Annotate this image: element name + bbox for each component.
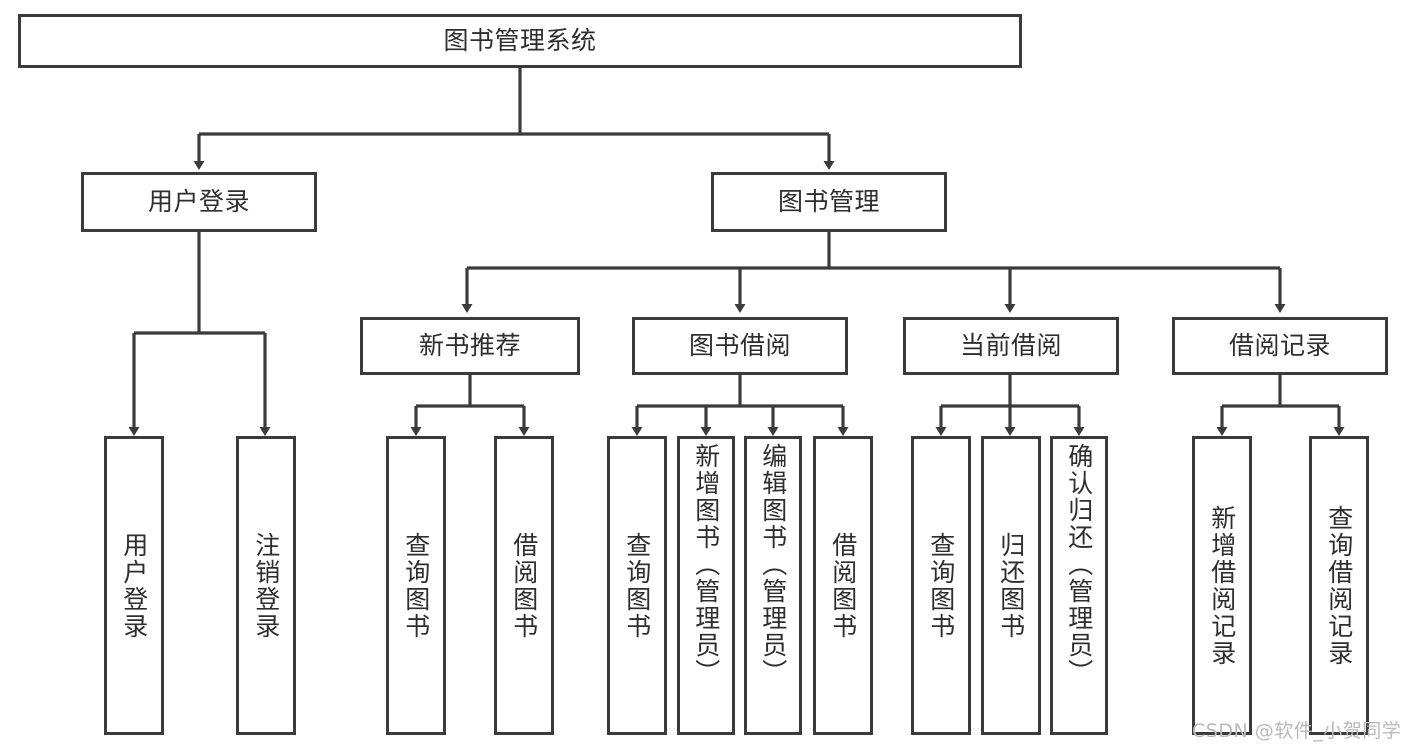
node-label: 查询图书 xyxy=(622,531,652,640)
node-label: 注销登录 xyxy=(251,531,281,640)
node-label: 当前借阅 xyxy=(959,330,1062,360)
node-label: 查询图书 xyxy=(926,531,956,640)
node-label: 查询借阅记录 xyxy=(1324,504,1354,667)
leaf-return-book[interactable]: 归还图书 xyxy=(981,436,1041,735)
leaf-edit-book-admin[interactable]: 编辑图书（管理员） xyxy=(744,436,802,735)
node-root-book-management-system[interactable]: 图书管理系统 xyxy=(18,14,1022,68)
node-label: 图书管理 xyxy=(777,186,880,216)
node-label: 借阅记录 xyxy=(1228,330,1331,360)
leaf-query-book-recommend[interactable]: 查询图书 xyxy=(386,436,446,735)
leaf-borrow-book[interactable]: 借阅图书 xyxy=(813,436,873,735)
node-label: 图书管理系统 xyxy=(443,25,597,55)
node-label: 用户登录 xyxy=(147,186,250,216)
node-label: 新书推荐 xyxy=(418,330,521,360)
node-label: 归还图书 xyxy=(996,531,1026,640)
node-label: 图书借阅 xyxy=(688,330,791,360)
node-current-borrow[interactable]: 当前借阅 xyxy=(903,317,1119,375)
leaf-query-book-current[interactable]: 查询图书 xyxy=(911,436,971,735)
node-label: 用户登录 xyxy=(119,531,149,640)
node-user-login[interactable]: 用户登录 xyxy=(81,172,317,232)
leaf-borrow-book-recommend[interactable]: 借阅图书 xyxy=(494,436,554,735)
node-book-management[interactable]: 图书管理 xyxy=(711,172,947,232)
leaf-confirm-return-admin[interactable]: 确认归还（管理员） xyxy=(1050,436,1108,735)
node-label: 新增借阅记录 xyxy=(1207,504,1237,667)
leaf-logout[interactable]: 注销登录 xyxy=(236,436,296,735)
leaf-query-borrow-record[interactable]: 查询借阅记录 xyxy=(1309,436,1369,735)
node-label: 借阅图书 xyxy=(828,531,858,640)
csdn-watermark: CSDN @软件_小贺同学 xyxy=(1192,720,1402,742)
leaf-add-book-admin[interactable]: 新增图书（管理员） xyxy=(677,436,735,735)
node-label: 新增图书（管理员） xyxy=(691,443,721,686)
leaf-user-login[interactable]: 用户登录 xyxy=(104,436,164,735)
node-book-borrow[interactable]: 图书借阅 xyxy=(632,317,848,375)
node-borrow-record[interactable]: 借阅记录 xyxy=(1172,317,1388,375)
node-label: 借阅图书 xyxy=(509,531,539,640)
leaf-query-book-borrow[interactable]: 查询图书 xyxy=(607,436,667,735)
leaf-add-borrow-record[interactable]: 新增借阅记录 xyxy=(1192,436,1252,735)
node-label: 查询图书 xyxy=(401,531,431,640)
node-new-book-recommend[interactable]: 新书推荐 xyxy=(360,317,580,375)
node-label: 编辑图书（管理员） xyxy=(758,443,788,686)
node-label: 确认归还（管理员） xyxy=(1064,443,1094,686)
